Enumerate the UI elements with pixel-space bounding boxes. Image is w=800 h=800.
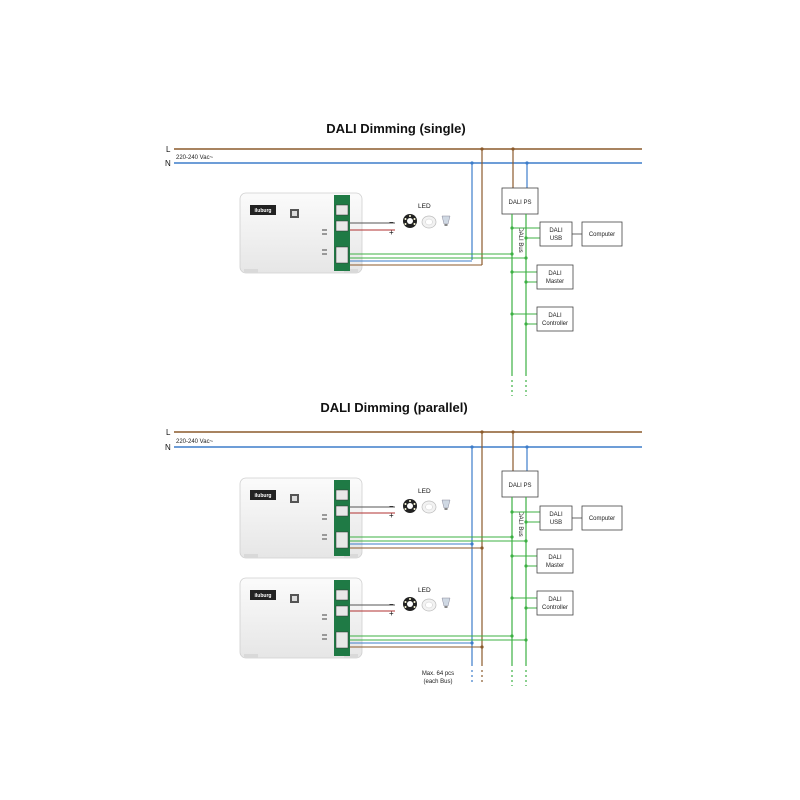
single-voltage-label: 220-240 Vac~ [176,155,214,161]
parallel-dali-controller-line2: Controller [542,605,568,611]
parallel-led-plus-2: + [389,609,394,618]
single-led-minus: − [389,218,394,227]
single-led-label: LED [418,203,431,210]
parallel-max-note-line2: (each Bus) [423,679,452,685]
parallel-downlight-icon-1 [421,500,437,514]
single-dali-usb-line1: DALI [549,228,563,234]
single-computer-label: Computer [589,232,615,238]
parallel-driver-brand-2: iluburg [255,593,272,599]
parallel-bulb-icon-2 [441,597,451,609]
parallel-led-minus-2: − [389,600,394,609]
parallel-dali-usb-line2: USB [550,520,562,526]
single-dali-ps-box [501,187,539,215]
parallel-live-label: L [166,428,171,437]
single-dali-master-line2: Master [546,279,564,285]
parallel-voltage-label: 220-240 Vac~ [176,439,214,445]
single-live-label: L [166,145,171,154]
parallel-dali-usb-line1: DALI [549,512,563,518]
parallel-neutral-label: N [165,443,171,452]
parallel-driver-brand-1: iluburg [255,493,272,499]
parallel-led-label-2: LED [418,587,431,594]
parallel-dali-master-line1: DALI [548,555,562,561]
parallel-led-strip-icon-2 [403,597,417,611]
single-neutral-label: N [165,159,171,168]
parallel-dali-usb-box [539,505,573,531]
single-dali-bus-label: DALI Bus [517,227,523,252]
single-dali-usb-box [539,221,573,247]
single-driver-brand: iluburg [255,208,272,214]
parallel-led-label-1: LED [418,488,431,495]
parallel-led-plus-1: + [389,511,394,520]
single-bulb-icon [441,215,451,227]
parallel-dali-master-line2: Master [546,563,564,569]
parallel-led-minus-1: − [389,502,394,511]
parallel-driver-module-icon-1: iluburg [239,477,363,559]
single-computer-box [581,221,623,247]
single-dali-controller-line2: Controller [542,321,568,327]
parallel-bulb-icon-1 [441,499,451,511]
parallel-dali-controller-line1: DALI [548,597,562,603]
parallel-dali-controller-box [536,590,574,616]
single-dali-master-line1: DALI [548,271,562,277]
parallel-max-note-line1: Max. 64 pcs [422,671,454,677]
single-driver-module-icon: iluburg [239,192,363,274]
parallel-downlight-icon-2 [421,598,437,612]
single-led-strip-icon [403,214,417,228]
parallel-title: DALI Dimming (parallel) [320,400,467,415]
parallel-computer-box [581,505,623,531]
single-led-plus: + [389,228,394,237]
parallel-dali-master-box [536,548,574,574]
single-title: DALI Dimming (single) [326,121,465,136]
single-dali-master-box [536,264,574,290]
parallel-dali-bus-label: DALI Bus [517,511,523,536]
parallel-computer-label: Computer [589,516,615,522]
parallel-led-strip-icon-1 [403,499,417,513]
parallel-dali-ps-label: DALI PS [508,483,531,489]
parallel-driver-module-icon-2: iluburg [239,577,363,659]
single-downlight-icon [421,215,437,229]
single-dali-controller-line1: DALI [548,313,562,319]
single-dali-ps-label: DALI PS [508,200,531,206]
parallel-dali-ps-box [501,470,539,498]
single-dali-usb-line2: USB [550,236,562,242]
single-dali-controller-box [536,306,574,332]
